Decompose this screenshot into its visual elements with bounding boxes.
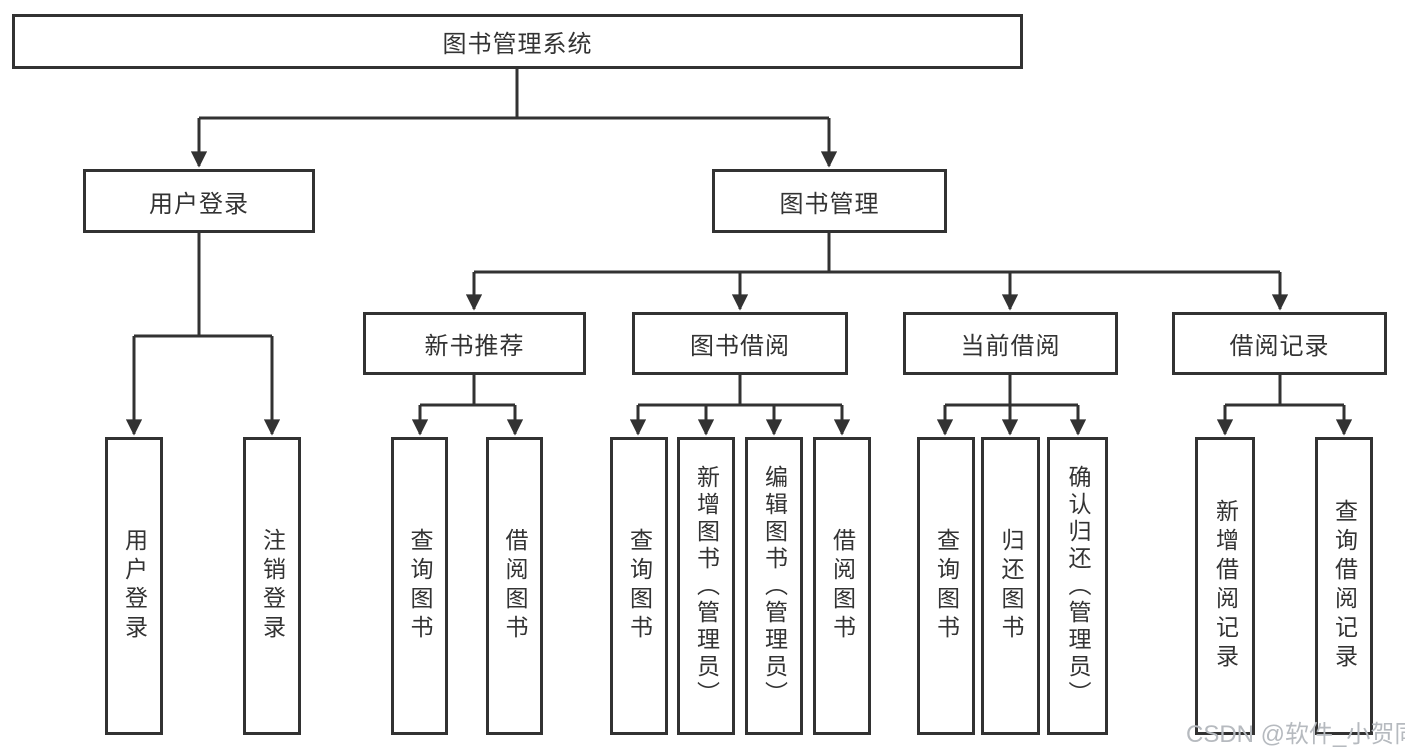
- node-label: 归还图书: [998, 528, 1024, 644]
- node-borrow-books: 借阅图书: [486, 437, 543, 735]
- node-current-borrowing: 当前借阅: [903, 312, 1118, 375]
- node-label: 图书管理: [779, 190, 880, 218]
- node-user-login-group: 用户登录: [83, 169, 315, 233]
- node-label: 当前借阅: [960, 333, 1061, 360]
- node-confirm-return-admin: 确认归还（管理员）: [1047, 437, 1108, 735]
- node-return-books: 归还图书: [981, 437, 1040, 735]
- csdn-watermark: CSDN @软件_小贺同学: [1186, 721, 1405, 747]
- node-label: 用户登录: [121, 528, 148, 644]
- node-label: 借阅记录: [1229, 333, 1330, 360]
- node-label: 借阅图书: [502, 528, 528, 644]
- node-add-book-admin: 新增图书（管理员）: [677, 437, 735, 735]
- node-label: 图书管理系统: [442, 31, 593, 58]
- node-borrowing-records: 借阅记录: [1172, 312, 1387, 375]
- node-query-books: 查询图书: [391, 437, 448, 735]
- node-book-borrowing: 图书借阅: [632, 312, 848, 375]
- node-logout: 注销登录: [243, 437, 301, 735]
- node-label: 查询借阅记录: [1331, 499, 1358, 673]
- node-label: 借阅图书: [829, 528, 856, 644]
- node-new-book-recommendation: 新书推荐: [363, 312, 586, 375]
- node-label: 编辑图书（管理员）: [761, 464, 788, 708]
- node-label: 用户登录: [149, 190, 249, 218]
- node-add-borrow-record: 新增借阅记录: [1195, 437, 1255, 735]
- node-query-borrow-record: 查询借阅记录: [1315, 437, 1373, 735]
- node-label: 确认归还（管理员）: [1065, 464, 1091, 708]
- node-book-management: 图书管理: [712, 169, 947, 233]
- node-label: 新增借阅记录: [1212, 499, 1239, 673]
- node-label: 查询图书: [407, 528, 433, 644]
- node-label: 查询图书: [933, 528, 960, 644]
- node-edit-book-admin: 编辑图书（管理员）: [745, 437, 803, 735]
- node-label: 查询图书: [626, 528, 653, 644]
- node-label: 新书推荐: [424, 333, 525, 360]
- node-user-login: 用户登录: [105, 437, 163, 735]
- node-label: 注销登录: [259, 528, 286, 644]
- node-label: 图书借阅: [690, 333, 790, 360]
- node-query-books: 查询图书: [610, 437, 668, 735]
- node-borrow-books: 借阅图书: [813, 437, 871, 735]
- node-label: 新增图书（管理员）: [693, 464, 720, 708]
- node-query-books: 查询图书: [917, 437, 975, 735]
- node-library-system: 图书管理系统: [12, 14, 1023, 69]
